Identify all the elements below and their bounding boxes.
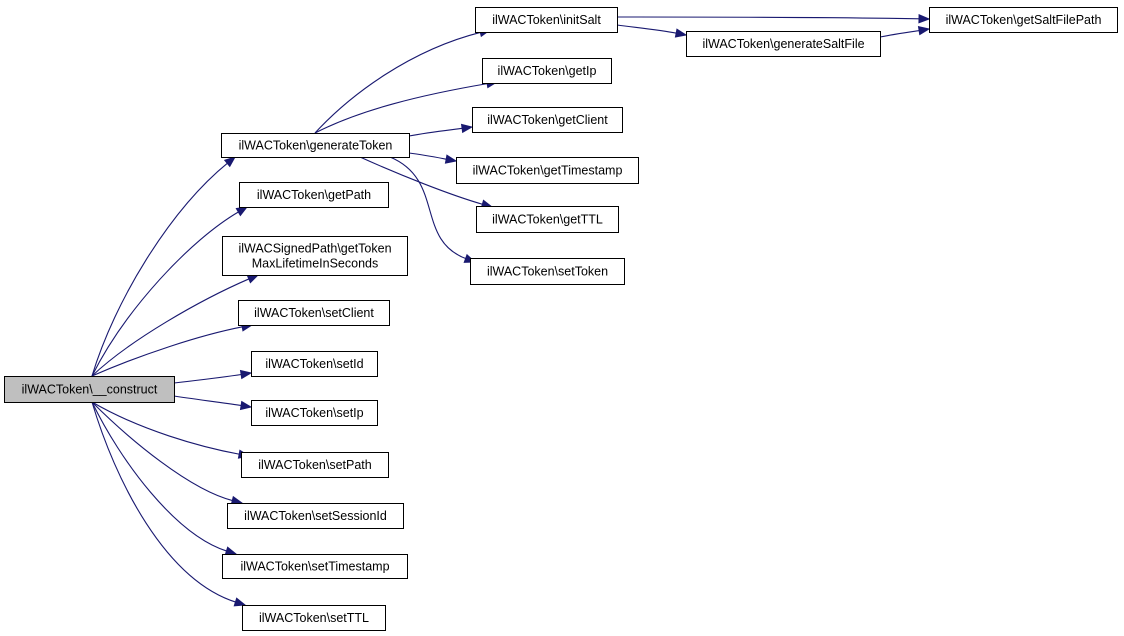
node-label-getIp: ilWACToken\getIp — [498, 64, 597, 78]
node-label-generateSaltFile: ilWACToken\generateSaltFile — [702, 37, 864, 51]
call-graph-edges — [91, 14, 931, 607]
edge-generateToken-to-setToken — [389, 156, 467, 260]
node-box-setIp[interactable] — [251, 400, 378, 426]
node-box-setPath[interactable] — [241, 452, 389, 478]
node-box-getPath[interactable] — [239, 182, 389, 208]
node-label-setIp: ilWACToken\setIp — [265, 406, 363, 420]
node-box-generateSaltFile[interactable] — [686, 31, 881, 57]
node-initSalt[interactable]: ilWACToken\initSalt — [475, 7, 618, 33]
edge-construct-to-setId — [173, 373, 243, 384]
edge-construct-to-generateToken — [91, 162, 229, 377]
node-getTokenMaxLifetime[interactable]: ilWACSignedPath\getTokenMaxLifetimeInSec… — [222, 236, 408, 276]
edge-generateToken-to-getClient — [408, 127, 464, 137]
edge-construct-to-setSessionId — [91, 401, 234, 502]
node-label-initSalt: ilWACToken\initSalt — [492, 13, 601, 27]
node-label-getTimestamp: ilWACToken\getTimestamp — [473, 164, 623, 178]
edge-construct-to-getPath — [91, 211, 240, 377]
node-box-getTokenMaxLifetime[interactable] — [222, 236, 408, 276]
edge-generateToken-to-initSalt — [314, 31, 482, 134]
edge-generateSaltFile-to-getSaltFilePath — [879, 29, 921, 38]
edge-generateToken-to-getTTL — [359, 156, 484, 206]
edge-arrowhead-generateSaltFile-to-getSaltFilePath — [917, 25, 931, 36]
edge-arrowhead-generateToken-to-getTimestamp — [444, 154, 458, 164]
edge-arrowhead-construct-to-getTokenMaxLifetime — [246, 274, 260, 284]
node-label-getTokenMaxLifetime-line-1: ilWACSignedPath\getToken — [238, 242, 391, 256]
edge-construct-to-setPath — [91, 401, 241, 455]
call-graph-nodes: ilWACToken\__construct ilWACToken\generat… — [4, 7, 1118, 631]
edge-arrowhead-generateToken-to-getClient — [460, 123, 474, 134]
node-setPath[interactable]: ilWACToken\setPath — [241, 452, 389, 478]
node-setIp[interactable]: ilWACToken\setIp — [251, 400, 378, 426]
edge-construct-to-getTokenMaxLifetime — [91, 278, 250, 377]
node-box-setTimestamp[interactable] — [222, 554, 408, 579]
node-label-getTTL: ilWACToken\getTTL — [492, 213, 603, 227]
node-getIp[interactable]: ilWACToken\getIp — [482, 58, 612, 84]
node-getTTL[interactable]: ilWACToken\getTTL — [476, 206, 619, 233]
node-getClient[interactable]: ilWACToken\getClient — [472, 107, 623, 133]
node-setSessionId[interactable]: ilWACToken\setSessionId — [227, 503, 404, 529]
edge-arrowhead-construct-to-setTTL — [233, 597, 247, 607]
node-box-setSessionId[interactable] — [227, 503, 404, 529]
node-box-getTTL[interactable] — [476, 206, 619, 233]
edge-construct-to-setTimestamp — [91, 401, 228, 552]
node-label-generateToken: ilWACToken\generateToken — [239, 139, 393, 153]
node-setTimestamp[interactable]: ilWACToken\setTimestamp — [222, 554, 408, 579]
node-box-getSaltFilePath[interactable] — [929, 7, 1118, 33]
node-label-getClient: ilWACToken\getClient — [487, 113, 608, 127]
edge-arrowhead-construct-to-setIp — [239, 400, 253, 411]
edge-construct-to-setIp — [173, 395, 243, 407]
edge-construct-to-setClient — [91, 326, 244, 377]
node-label-setSessionId: ilWACToken\setSessionId — [244, 509, 387, 523]
node-box-setTTL[interactable] — [242, 605, 386, 631]
edge-initSalt-to-generateSaltFile — [616, 24, 678, 34]
edge-arrowhead-construct-to-generateToken — [223, 156, 237, 168]
node-setTTL[interactable]: ilWACToken\setTTL — [242, 605, 386, 631]
node-label-getSaltFilePath: ilWACToken\getSaltFilePath — [946, 13, 1102, 27]
node-box-getClient[interactable] — [472, 107, 623, 133]
node-label-setTTL: ilWACToken\setTTL — [259, 611, 369, 625]
node-generateSaltFile[interactable]: ilWACToken\generateSaltFile — [686, 31, 881, 57]
node-box-setToken[interactable] — [470, 258, 625, 285]
edge-arrowhead-construct-to-setTimestamp — [224, 546, 238, 556]
node-generateToken[interactable]: ilWACToken\generateToken — [221, 133, 410, 158]
node-setToken[interactable]: ilWACToken\setToken — [470, 258, 625, 285]
node-label-setTimestamp: ilWACToken\setTimestamp — [240, 560, 389, 574]
node-label-construct: ilWACToken\__construct — [22, 383, 158, 397]
node-getSaltFilePath[interactable]: ilWACToken\getSaltFilePath — [929, 7, 1118, 33]
node-label-setToken: ilWACToken\setToken — [487, 265, 608, 279]
edge-arrowhead-construct-to-setId — [239, 369, 253, 380]
node-box-getIp[interactable] — [482, 58, 612, 84]
node-label-setClient: ilWACToken\setClient — [254, 306, 374, 320]
node-label-setId: ilWACToken\setId — [265, 357, 363, 371]
node-getPath[interactable]: ilWACToken\getPath — [239, 182, 389, 208]
node-box-generateToken[interactable] — [221, 133, 410, 158]
node-box-construct[interactable] — [4, 376, 175, 403]
node-box-setId[interactable] — [251, 351, 378, 377]
edge-construct-to-setTTL — [91, 401, 237, 603]
edge-generateToken-to-getIp — [314, 82, 489, 134]
node-box-getTimestamp[interactable] — [456, 157, 639, 184]
edge-arrowhead-initSalt-to-getSaltFilePath — [918, 14, 931, 24]
node-getTimestamp[interactable]: ilWACToken\getTimestamp — [456, 157, 639, 184]
node-setClient[interactable]: ilWACToken\setClient — [238, 300, 390, 326]
node-setId[interactable]: ilWACToken\setId — [251, 351, 378, 377]
node-label-getTokenMaxLifetime-line-2: MaxLifetimeInSeconds — [252, 257, 378, 271]
edge-arrowhead-initSalt-to-generateSaltFile — [674, 28, 688, 38]
node-box-initSalt[interactable] — [475, 7, 618, 33]
node-label-setPath: ilWACToken\setPath — [258, 458, 372, 472]
node-label-getPath: ilWACToken\getPath — [257, 188, 371, 202]
edge-initSalt-to-getSaltFilePath — [616, 16, 921, 20]
node-box-setClient[interactable] — [238, 300, 390, 326]
edge-generateToken-to-getTimestamp — [408, 152, 448, 160]
edge-arrowhead-construct-to-getPath — [235, 206, 249, 217]
node-construct[interactable]: ilWACToken\__construct — [4, 376, 175, 403]
